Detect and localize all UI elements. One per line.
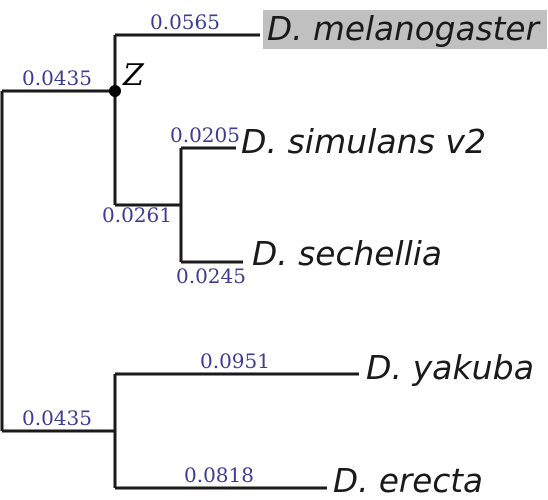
branch-length-labels: 0.0565 0.0435 0.0205 0.0261 0.0245 0.095…: [22, 10, 270, 487]
taxon-melanogaster: D. melanogaster: [267, 9, 541, 48]
branches: [0, 33, 359, 490]
branch-length-sechellia: 0.0245: [176, 264, 246, 288]
branch-length-mel-group: 0.0435: [22, 66, 92, 90]
taxon-simulans: D. simulans v2: [241, 122, 486, 161]
node-z-label: Z: [122, 58, 145, 93]
taxon-erecta: D. erecta: [333, 461, 483, 500]
branch-length-erecta: 0.0818: [184, 463, 254, 487]
branch-length-sim-sech-clade: 0.0261: [102, 203, 172, 227]
branch-length-simulans: 0.0205: [170, 123, 240, 147]
node-z-dot: [109, 85, 121, 97]
branch-length-melanogaster: 0.0565: [150, 10, 220, 34]
branch-length-yakuba: 0.0951: [200, 349, 270, 373]
branch-length-yak-ere-group: 0.0435: [22, 406, 92, 430]
taxon-sechellia: D. sechellia: [252, 234, 442, 273]
taxon-highlight-melanogaster: [263, 10, 547, 49]
taxon-labels: D. melanogaster D. simulans v2 D. sechel…: [241, 9, 541, 500]
taxon-yakuba: D. yakuba: [366, 348, 534, 387]
